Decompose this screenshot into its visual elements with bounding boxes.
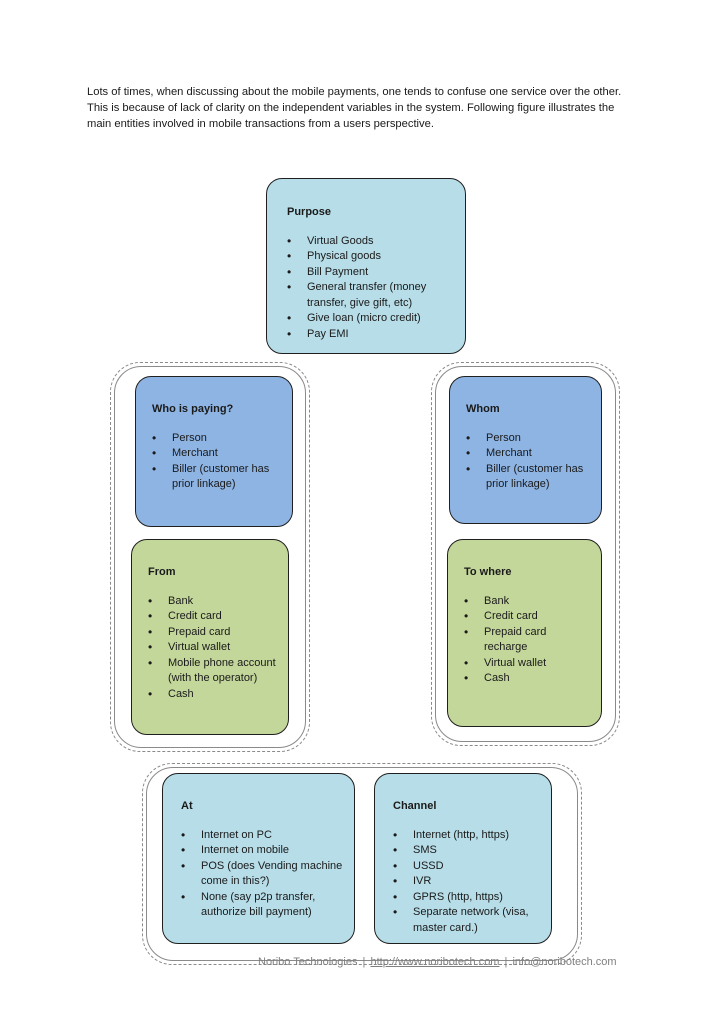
from-item: Virtual wallet [148, 640, 278, 656]
towhere-item: Prepaid card recharge [464, 625, 591, 656]
payee-group-frame [431, 362, 620, 746]
purpose-item: General transfer (money transfer, give g… [287, 280, 451, 311]
who-list: Person Merchant Biller (customer has pri… [152, 431, 282, 493]
from-title: From [148, 566, 176, 578]
towhere-title: To where [464, 566, 512, 578]
from-item: Cash [148, 687, 278, 703]
purpose-item: Physical goods [287, 249, 451, 265]
channel-item: IVR [393, 874, 541, 890]
purpose-box: Purpose Virtual Goods Physical goods Bil… [266, 178, 466, 354]
at-item: Internet on mobile [181, 843, 344, 859]
channel-item: Internet (http, https) [393, 828, 541, 844]
intro-paragraph: Lots of times, when discussing about the… [87, 84, 647, 132]
purpose-item: Virtual Goods [287, 234, 451, 250]
from-item: Mobile phone account (with the operator) [148, 656, 278, 687]
purpose-item: Bill Payment [287, 265, 451, 281]
from-box: From Bank Credit card Prepaid card Virtu… [131, 539, 289, 735]
channel-box: Channel Internet (http, https) SMS USSD … [374, 773, 552, 944]
intro-line-1: Lots of times, when discussing about the… [87, 86, 622, 98]
purpose-item: Pay EMI [287, 327, 451, 343]
whom-item: Person [466, 431, 591, 447]
to-where-box: To where Bank Credit card Prepaid card r… [447, 539, 602, 727]
towhere-item: Credit card [464, 609, 591, 625]
at-item: None (say p2p transfer, authorize bill p… [181, 890, 344, 921]
purpose-item: Give loan (micro credit) [287, 311, 451, 327]
purpose-title: Purpose [287, 206, 332, 218]
whom-item: Biller (customer has prior linkage) [466, 462, 591, 493]
channel-item: SMS [393, 843, 541, 859]
intro-line-3: main entities involved in mobile transac… [87, 118, 434, 130]
channel-list: Internet (http, https) SMS USSD IVR GPRS… [393, 828, 541, 937]
at-box: At Internet on PC Internet on mobile POS… [162, 773, 355, 944]
from-item: Credit card [148, 609, 278, 625]
channel-item: GPRS (http, https) [393, 890, 541, 906]
who-item: Biller (customer has prior linkage) [152, 462, 282, 493]
at-item: Internet on PC [181, 828, 344, 844]
channel-title: Channel [393, 800, 437, 812]
who-item: Person [152, 431, 282, 447]
channel-item: USSD [393, 859, 541, 875]
from-item: Prepaid card [148, 625, 278, 641]
channel-item: Separate network (visa, master card.) [393, 905, 541, 936]
from-list: Bank Credit card Prepaid card Virtual wa… [148, 594, 278, 703]
intro-line-2: This is because of lack of clarity on th… [87, 102, 615, 114]
footer-separator: | [504, 956, 508, 968]
footer-url-link[interactable]: http://www.noribotech.com [370, 956, 500, 968]
whom-box: Whom Person Merchant Biller (customer ha… [449, 376, 602, 524]
footer-company: Noribo Technologies [258, 956, 358, 968]
who-title: Who is paying? [152, 403, 234, 415]
who-is-paying-box: Who is paying? Person Merchant Biller (c… [135, 376, 293, 527]
footer-separator: | [362, 956, 366, 968]
who-item: Merchant [152, 446, 282, 462]
whom-list: Person Merchant Biller (customer has pri… [466, 431, 591, 493]
towhere-item: Cash [464, 671, 591, 687]
purpose-list: Virtual Goods Physical goods Bill Paymen… [287, 234, 451, 343]
towhere-item: Bank [464, 594, 591, 610]
whom-item: Merchant [466, 446, 591, 462]
page-footer: Noribo Technologies | http://www.noribot… [258, 956, 658, 968]
whom-title: Whom [466, 403, 500, 415]
at-title: At [181, 800, 193, 812]
transaction-group-frame [142, 763, 582, 965]
towhere-list: Bank Credit card Prepaid card recharge V… [464, 594, 591, 687]
at-item: POS (does Vending machine come in this?) [181, 859, 344, 890]
footer-email[interactable]: info@noribotech.com [512, 956, 617, 968]
at-list: Internet on PC Internet on mobile POS (d… [181, 828, 344, 921]
payer-group-frame [110, 362, 310, 752]
from-item: Bank [148, 594, 278, 610]
towhere-item: Virtual wallet [464, 656, 591, 672]
